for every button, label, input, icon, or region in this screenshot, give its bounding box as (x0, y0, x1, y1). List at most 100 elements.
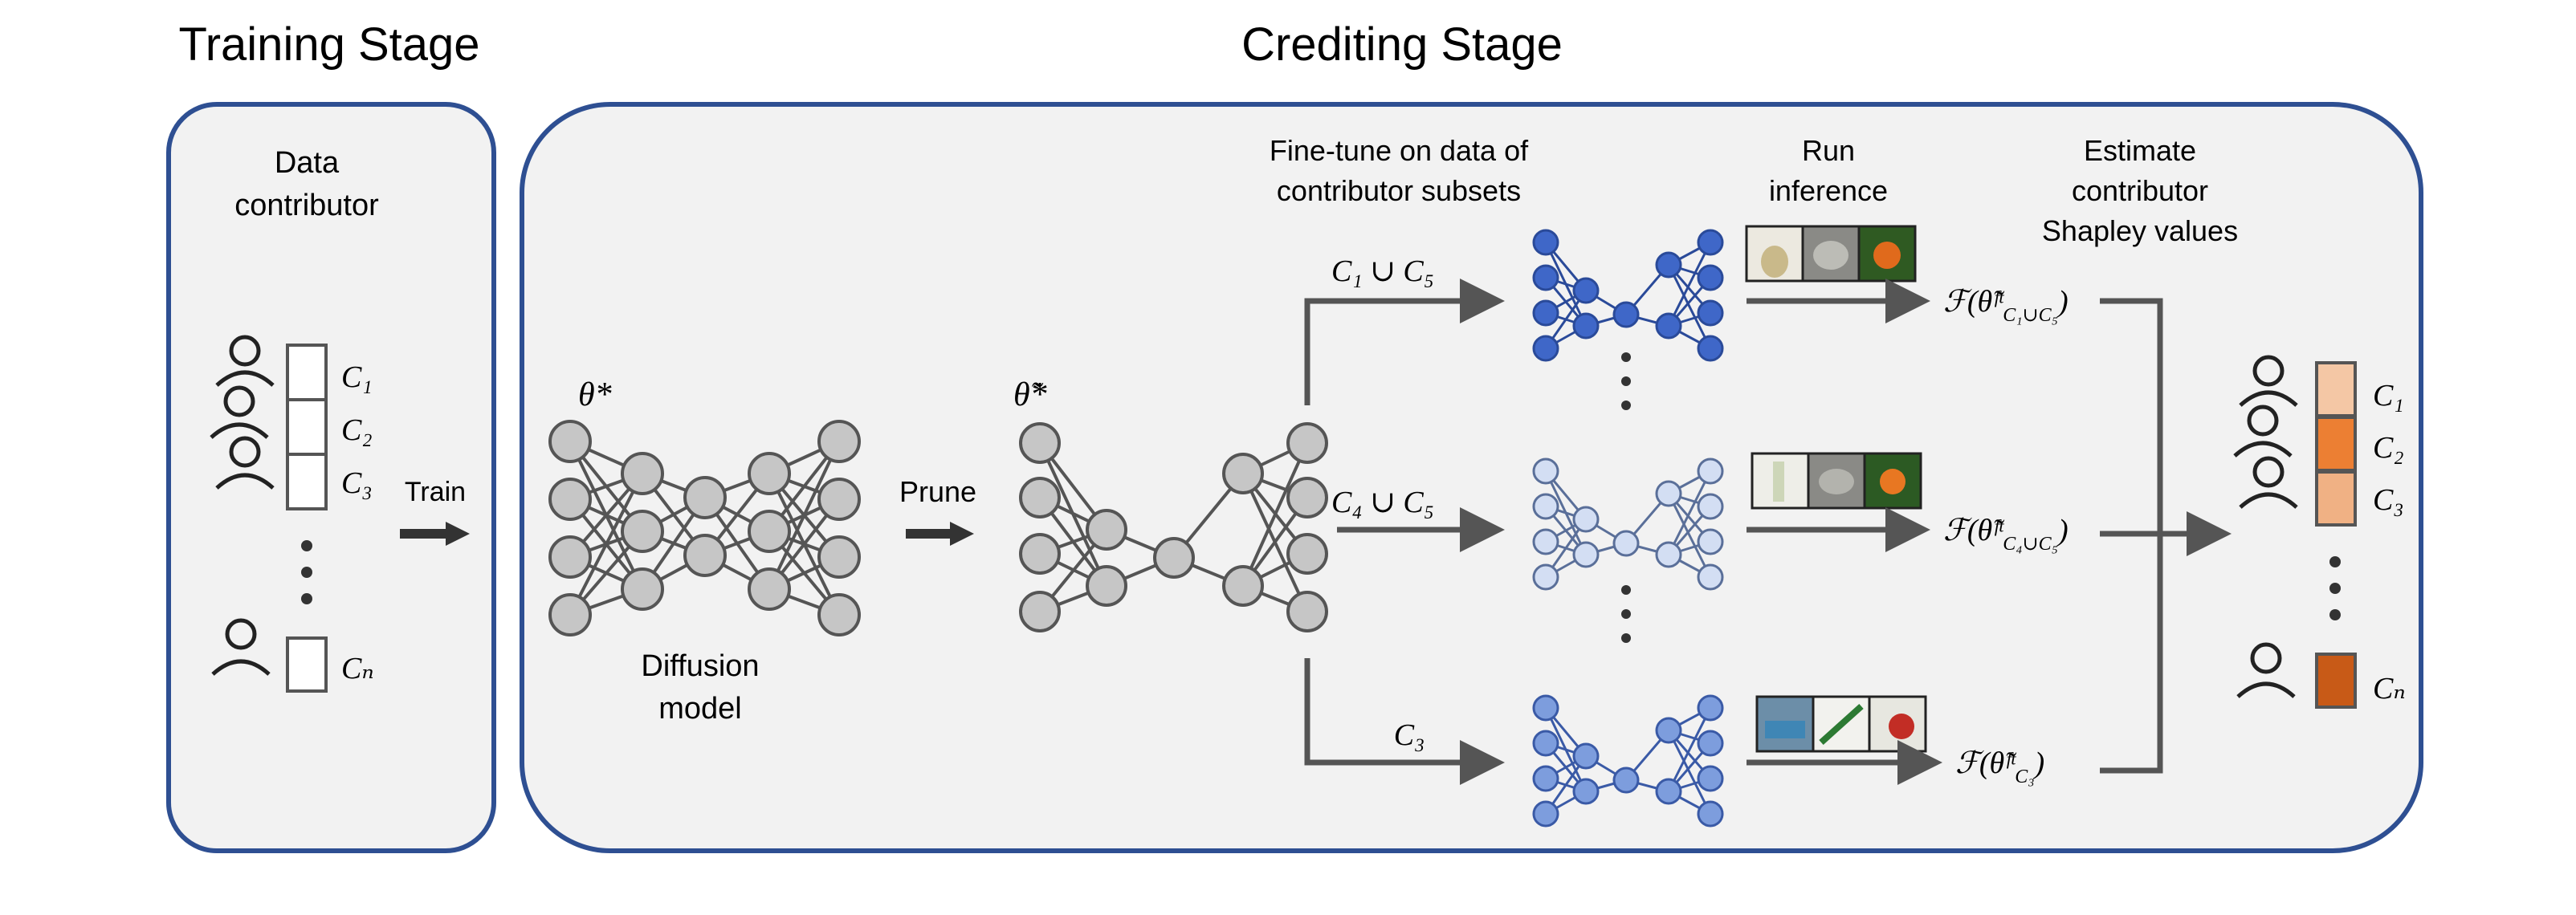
result-label-cn: Cₙ (2373, 672, 2406, 706)
crediting-panel (520, 102, 2423, 853)
net-node (1572, 541, 1600, 568)
training-label-c1: C₁ (341, 360, 373, 394)
inference-header-line2: inference (1769, 174, 1888, 207)
net-node (621, 452, 664, 495)
raccoon-shape (1813, 241, 1848, 270)
net-node (1532, 563, 1559, 591)
estimate-header-line3: Shapley values (2042, 214, 2238, 247)
green-tool-shape (1819, 704, 1864, 745)
net-node (1697, 528, 1724, 555)
shapley-box-2 (2315, 416, 2357, 472)
shapley-box-1 (2315, 361, 2357, 417)
net-node (621, 510, 664, 553)
net-node (1153, 537, 1195, 579)
subset-label-3: C₃ (1394, 718, 1425, 752)
shapley-value-boxes (2315, 361, 2357, 709)
finetune-header-line1: Fine-tune on data of (1270, 134, 1529, 167)
training-label-c2: C₂ (341, 413, 373, 447)
pruned-model-nodes (1019, 422, 1328, 632)
train-arrowhead (446, 522, 470, 546)
finetune-ellipsis-1 (1621, 352, 1631, 410)
net-node (1019, 533, 1061, 575)
shapley-box-3 (2315, 470, 2357, 527)
training-header-line2: contributor (234, 189, 379, 222)
net-node (817, 535, 861, 579)
training-stage-title: Training Stage (178, 18, 479, 71)
net-node (1286, 533, 1328, 575)
estimate-header-line2: contributor (2072, 174, 2208, 207)
net-node (1572, 742, 1600, 770)
net-node (1532, 335, 1559, 362)
net-edge (1667, 242, 1712, 327)
output-label-2: ℱ(θ̃ᶠᵗC₄∪C₅) (1943, 514, 2069, 555)
net-node (1532, 694, 1559, 722)
crediting-stage-title: Crediting Stage (1241, 18, 1563, 71)
inference-header-line1: Run (1802, 134, 1855, 167)
net-node (1697, 694, 1724, 722)
finetuned-model-3 (1532, 694, 1724, 828)
net-edge (1667, 730, 1712, 815)
pear-shape (1761, 246, 1788, 278)
output-label-3: ℱ(θ̃ᶠᵗC₃) (1955, 746, 2044, 787)
net-node (748, 510, 791, 553)
prune-arrowhead (950, 522, 974, 546)
net-node (1612, 301, 1640, 328)
net-node (1612, 767, 1640, 794)
contributor-group-icon (210, 335, 275, 490)
net-node (1532, 765, 1559, 792)
net-node (1086, 509, 1127, 551)
finetuned-model-1 (1532, 229, 1724, 362)
generated-images-2 (1751, 452, 1922, 510)
subset-label-2: C₄ ∪ C₅ (1331, 486, 1434, 519)
train-arrow-label: Train (405, 477, 466, 507)
result-label-c1: C₁ (2373, 379, 2404, 413)
theta-tilde-star-label: θ̃* (1013, 376, 1047, 413)
net-node (1655, 778, 1682, 805)
net-node (817, 593, 861, 636)
net-node (548, 478, 592, 521)
net-node (1286, 477, 1328, 518)
estimate-header-line1: Estimate (2084, 134, 2196, 167)
net-node (1222, 565, 1264, 607)
training-contributor-boxes (286, 344, 328, 693)
subset-label-1: C₁ ∪ C₅ (1331, 254, 1434, 288)
diffusion-model-caption-line2: model (658, 692, 742, 726)
ft-nodes (1532, 458, 1724, 591)
net-node (1697, 264, 1724, 291)
net-edge (1667, 264, 1712, 349)
shapley-bracket (2100, 298, 2232, 774)
net-node (1532, 493, 1559, 520)
result-label-c2: C₂ (2373, 431, 2404, 465)
net-edge (1667, 470, 1712, 555)
output-label-1: ℱ(θ̃ᶠᵗC₁∪C₅) (1943, 285, 2069, 326)
strawberry-shape (1889, 714, 1914, 739)
net-node (1572, 506, 1600, 533)
net-node (1532, 458, 1559, 485)
net-node (1532, 730, 1559, 757)
net-node (1019, 591, 1061, 632)
finetuned-model-2 (1532, 458, 1724, 591)
net-edge (768, 441, 841, 590)
net-node (548, 420, 592, 463)
net-node (1697, 563, 1724, 591)
net-node (1697, 229, 1724, 256)
gray-animal-shape (1819, 469, 1854, 494)
diffusion-model-caption-line1: Diffusion (641, 649, 759, 683)
theta-star-label: θ* (578, 376, 612, 413)
branch-arrows (1304, 279, 1505, 785)
finetune-header-line2: contributor subsets (1277, 174, 1521, 207)
net-edge (1241, 442, 1309, 587)
net-node (621, 567, 664, 611)
result-contributor-group-icon (2233, 355, 2298, 509)
net-node (1612, 530, 1640, 557)
finetune-ellipsis-2 (1621, 585, 1631, 643)
shapley-box-4 (2315, 653, 2357, 709)
net-node (817, 420, 861, 463)
ft-nodes (1532, 694, 1724, 828)
net-node (1572, 277, 1600, 304)
net-edge (569, 473, 644, 616)
net-node (1697, 299, 1724, 327)
net-node (748, 452, 791, 495)
net-node (683, 534, 727, 577)
